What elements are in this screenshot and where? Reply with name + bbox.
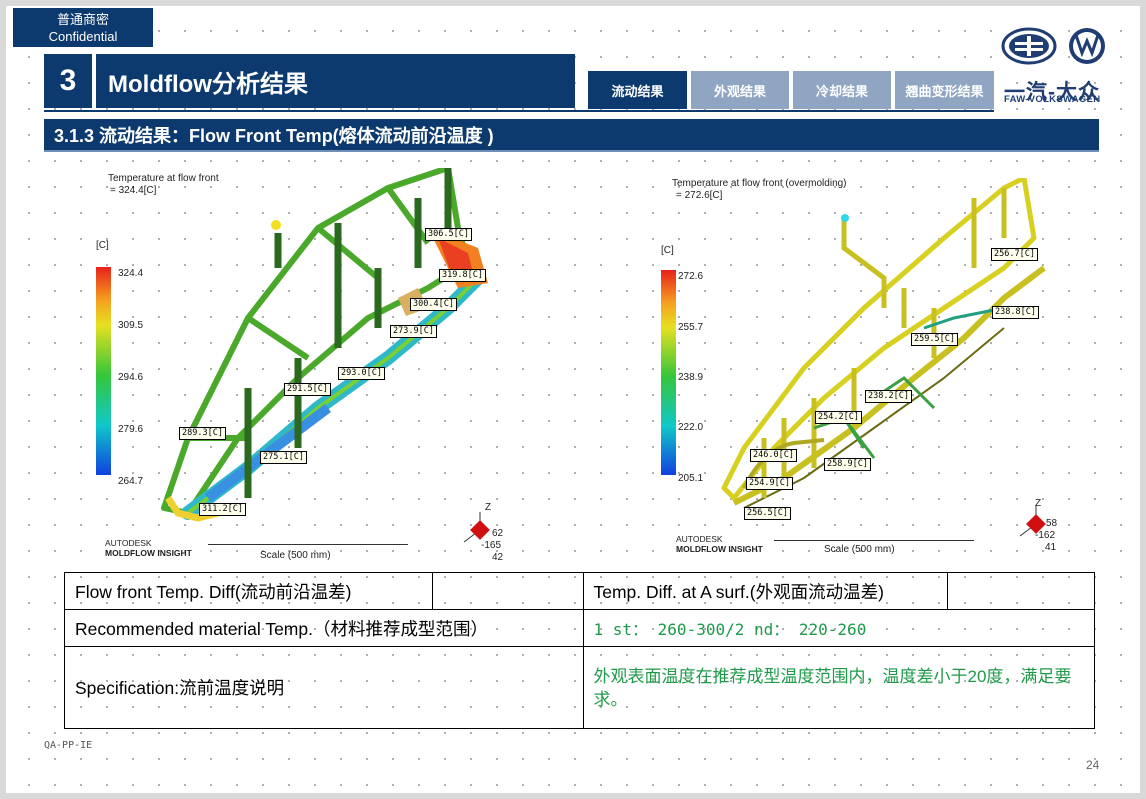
legend-value: 294.6	[118, 372, 144, 383]
tab-warpage-results[interactable]: 翘曲变形结果	[895, 71, 994, 109]
table-cell: Recommended material Temp.（材料推荐成型范围）	[64, 609, 584, 647]
legend-value: 205.1	[678, 473, 704, 484]
table-cell	[431, 572, 584, 610]
table-cell	[947, 572, 1095, 610]
autodesk-label: AUTODESK	[105, 538, 152, 548]
figure-title-line2: = 324.4[C]	[110, 185, 157, 196]
axis-value: 62	[492, 528, 504, 539]
figure-flow-front-temp-overmolding: Temperature at flow front (overmolding) …	[654, 178, 1074, 568]
tab-appearance-results[interactable]: 外观结果	[691, 71, 789, 109]
temp-callout: 256.7[C]	[991, 248, 1038, 261]
temp-callout: 319.8[C]	[439, 269, 486, 282]
confidential-cn: 普通商密	[56, 12, 109, 27]
table-cell: 外观表面温度在推荐成型温度范围内，温度差小于20度，满足要求。	[582, 646, 1095, 729]
part-model-render	[721, 178, 1046, 509]
slide: 普通商密 Confidential 3 Moldflow分析结果 流动结果 外观…	[6, 6, 1140, 793]
axis-z-label: Z	[1035, 498, 1042, 509]
table-cell: 1 st： 260-300/2 nd： 220-260	[582, 609, 1095, 647]
confidential-badge: 普通商密 Confidential	[13, 8, 153, 47]
autodesk-label: AUTODESK	[676, 534, 723, 544]
brand-name-cn: 一汽-大众	[1004, 81, 1100, 104]
scale-label: Scale (500 mm)	[824, 544, 895, 555]
header-rule	[44, 110, 994, 112]
temp-callout: 311.2[C]	[199, 503, 246, 516]
moldflow-insight-label: MOLDFLOW INSIGHT	[105, 548, 192, 558]
legend-value: 222.0	[678, 422, 704, 433]
table-row: Flow front Temp. Diff(流动前沿温差) Temp. Diff…	[64, 572, 1095, 610]
temp-callout: 293.0[C]	[338, 367, 385, 380]
temp-callout: 256.5[C]	[744, 507, 791, 520]
confidential-en: Confidential	[48, 29, 118, 44]
results-table: Flow front Temp. Diff(流动前沿温差) Temp. Diff…	[64, 572, 1095, 729]
temp-callout: 273.9[C]	[390, 325, 437, 338]
part-model-render	[161, 168, 488, 522]
temp-callout: 254.9[C]	[746, 477, 793, 490]
table-cell: Flow front Temp. Diff(流动前沿温差)	[64, 572, 433, 610]
color-legend-bar	[96, 267, 111, 475]
moldflow-insight-label: MOLDFLOW INSIGHT	[676, 544, 763, 554]
axis-triad-icon	[463, 512, 490, 543]
scale-bar	[774, 540, 974, 541]
axis-value: 41	[1045, 542, 1057, 553]
subsection-title: 3.1.3 流动结果：Flow Front Temp(熔体流动前沿温度 )	[44, 119, 1099, 152]
tab-flow-results[interactable]: 流动结果	[588, 71, 687, 109]
temp-callout: 258.9[C]	[824, 458, 871, 471]
brand-name-en: FAW-VOLKSWAGEN	[1004, 94, 1101, 105]
table-row: Specification:流前温度说明 外观表面温度在推荐成型温度范围内，温度…	[64, 646, 1095, 729]
temp-callout: 306.5[C]	[425, 228, 472, 241]
legend-value: 264.7	[118, 476, 144, 487]
vw-logo-icon	[1069, 28, 1105, 64]
tab-cooling-results[interactable]: 冷却结果	[793, 71, 891, 109]
axis-value: 58	[1046, 518, 1058, 529]
temp-callout: 275.1[C]	[260, 451, 307, 464]
section-title: Moldflow分析结果	[96, 54, 575, 108]
temp-callout: 254.2[C]	[815, 411, 862, 424]
brand-logos	[1001, 27, 1105, 65]
temp-callout: 289.3[C]	[179, 427, 226, 440]
faw-logo-icon	[1001, 27, 1057, 65]
temp-callout: 238.2[C]	[865, 390, 912, 403]
table-cell: Specification:流前温度说明	[64, 646, 584, 729]
scale-bar	[208, 544, 408, 545]
temp-callout: 259.5[C]	[911, 333, 958, 346]
legend-unit: [C]	[96, 240, 109, 251]
axis-value: -162	[1035, 530, 1056, 541]
legend-value: 255.7	[678, 322, 704, 333]
legend-value: 238.9	[678, 372, 704, 383]
legend-unit: [C]	[661, 245, 674, 256]
temp-callout: 246.0[C]	[750, 449, 797, 462]
axis-z-label: Z	[485, 502, 492, 513]
section-number: 3	[44, 54, 92, 108]
figure-title-line2: = 272.6[C]	[676, 190, 723, 201]
figure-flow-front-temp: Temperature at flow front = 324.4[C] [C]…	[88, 168, 528, 568]
table-row: Recommended material Temp.（材料推荐成型范围） 1 s…	[64, 609, 1095, 647]
axis-value: -165	[481, 540, 502, 551]
temp-callout: 238.8[C]	[992, 306, 1039, 319]
axis-value: 42	[492, 552, 504, 563]
legend-value: 279.6	[118, 424, 144, 435]
page-number: 24	[1086, 758, 1100, 772]
legend-value: 309.5	[118, 320, 144, 331]
legend-value: 272.6	[678, 271, 704, 282]
scale-label: Scale (500 mm)	[260, 550, 331, 561]
temp-callout: 300.4[C]	[410, 298, 457, 311]
figure-title-line1: Temperature at flow front (overmolding)	[672, 178, 847, 189]
axis-triad-icon	[1019, 506, 1046, 537]
document-code: QA-PP-IE	[44, 740, 93, 751]
color-legend-bar	[661, 270, 676, 475]
legend-value: 324.4	[118, 268, 144, 279]
figure-title-line1: Temperature at flow front	[108, 173, 219, 184]
table-cell: Temp. Diff. at A surf.(外观面流动温差)	[582, 572, 949, 610]
temp-callout: 291.5[C]	[284, 383, 331, 396]
